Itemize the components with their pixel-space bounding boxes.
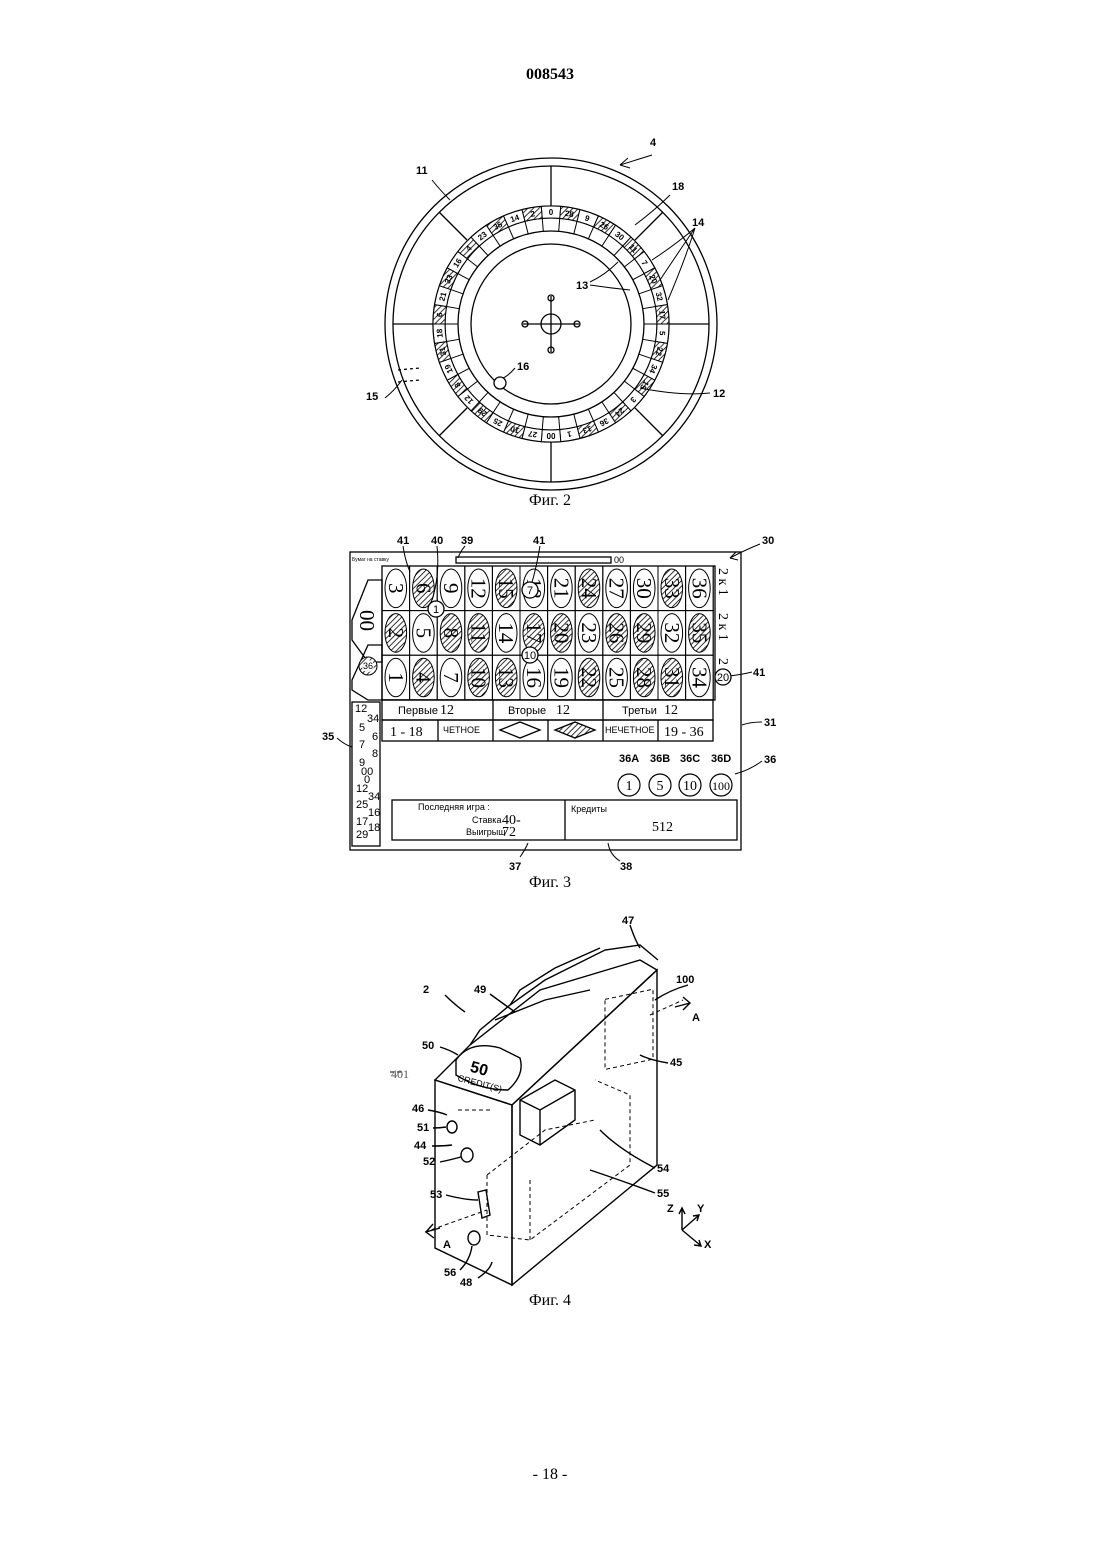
ref-2: 2 [423, 984, 429, 996]
section-A-right: A [692, 1012, 700, 1024]
figure-4-gaming-terminal: 50 CREDIT(S) 401 47 2 49 100 50 45 46 51… [0, 0, 1100, 1320]
section-A-left: A [443, 1239, 451, 1251]
ref-45: 45 [670, 1057, 682, 1069]
ref-47: 47 [622, 915, 634, 927]
axis-x: X [704, 1239, 712, 1251]
ref-44: 44 [414, 1140, 427, 1152]
ref-51: 51 [417, 1122, 429, 1134]
ref-53: 53 [430, 1189, 442, 1201]
ref-52: 52 [423, 1156, 435, 1168]
ref-50: 50 [422, 1040, 434, 1052]
axis-y: Y [697, 1203, 705, 1215]
ref-54: 54 [657, 1163, 670, 1175]
page-footer: - 18 - [0, 1466, 1100, 1484]
ref-100: 100 [676, 974, 694, 986]
handwritten-note: 401 [391, 1067, 409, 1081]
figure-4-caption: Фиг. 4 [0, 1292, 1100, 1310]
ref-48: 48 [460, 1277, 472, 1289]
axis-z: Z [667, 1203, 674, 1215]
ref-56: 56 [444, 1267, 456, 1279]
ref-49: 49 [474, 984, 486, 996]
ref-55: 55 [657, 1188, 669, 1200]
ref-46: 46 [412, 1103, 424, 1115]
